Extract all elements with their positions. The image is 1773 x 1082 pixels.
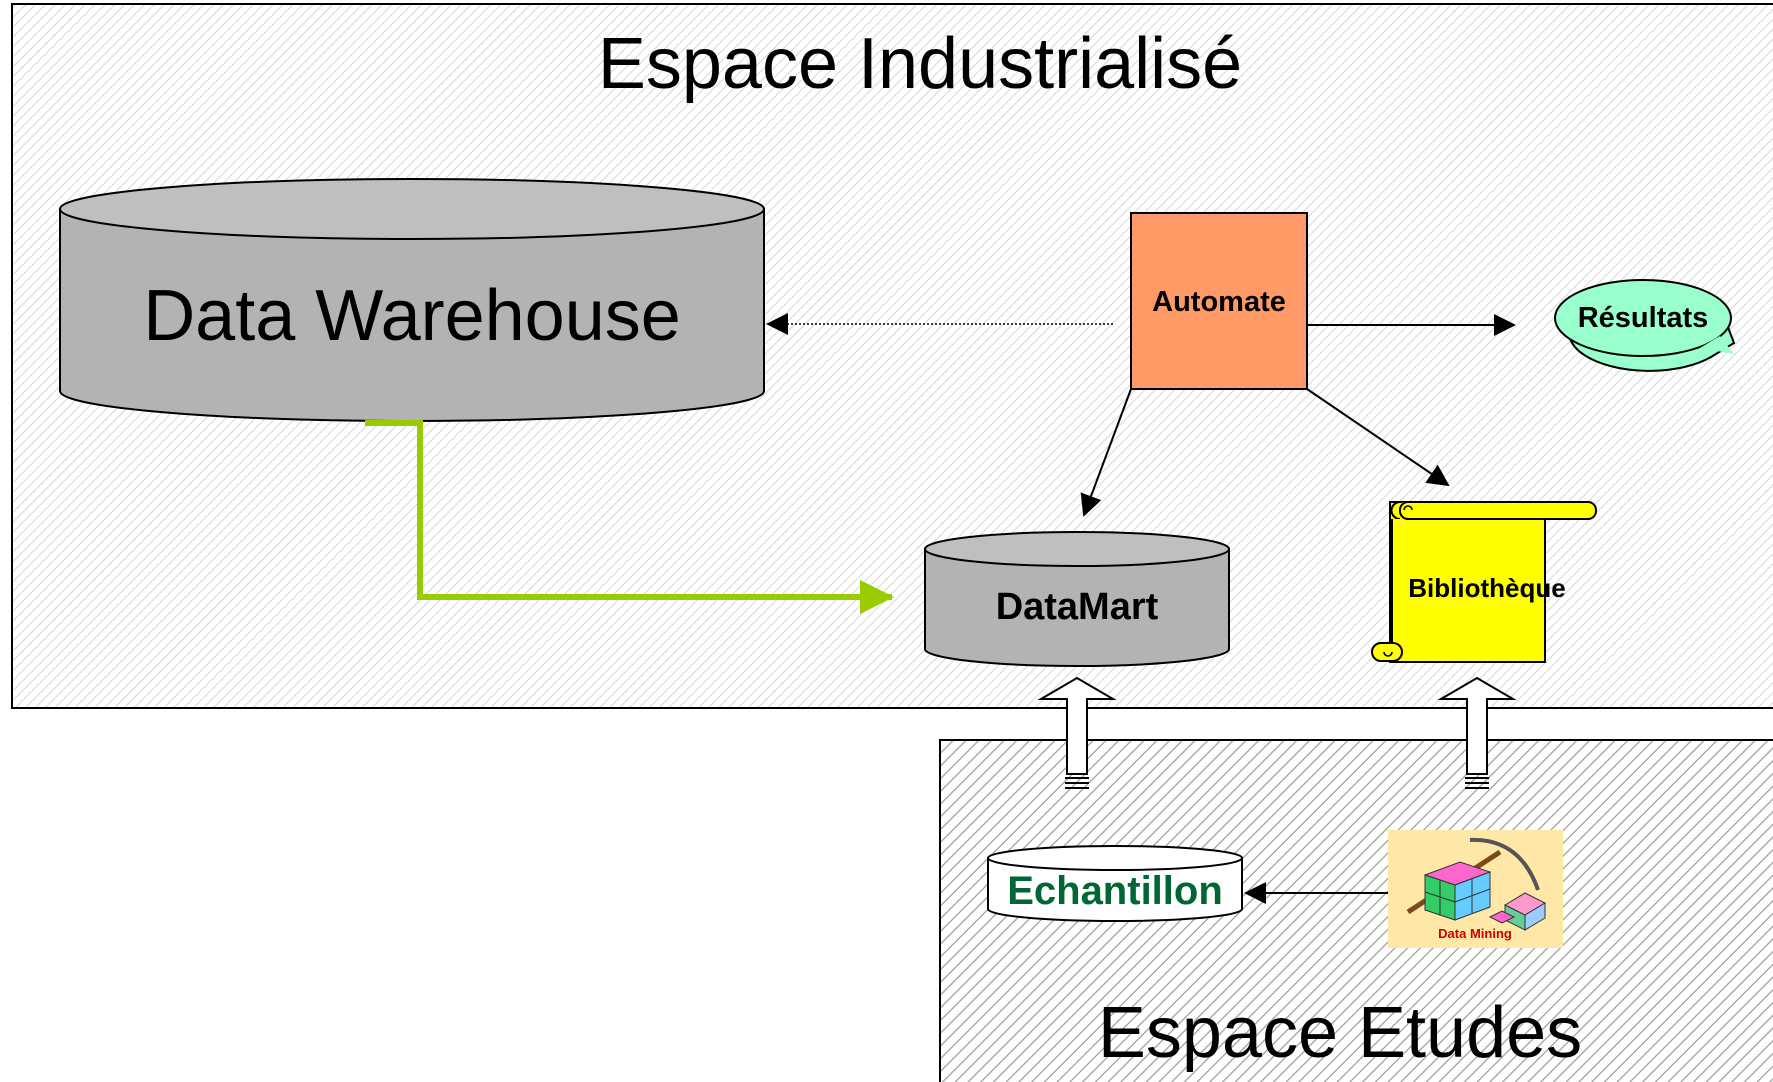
datamart-cylinder: DataMart [924,531,1230,667]
automate-box: Automate [1130,212,1308,390]
bibliotheque-scroll: Bibliothèque [1371,501,1597,663]
datamart-label: DataMart [996,586,1159,628]
studies-zone-title: Espace Etudes [1098,993,1582,1073]
data-warehouse-label: Data Warehouse [143,276,681,356]
data-warehouse-cylinder: Data Warehouse [59,178,765,422]
promote-to-bibliotheque-arrow [1437,676,1517,789]
dw-to-datamart-arrow [365,420,894,614]
studies-zone: Espace Etudes [939,739,1773,1082]
automate-to-datamart-arrow [1080,388,1132,517]
resultats-label: Résultats [1578,302,1709,334]
echantillon-cylinder: Echantillon [987,845,1243,922]
industrial-zone-title: Espace Industrialisé [598,24,1242,104]
promote-to-datamart-arrow [1037,676,1117,789]
resultats-bubble: Résultats [1554,279,1736,372]
bibliotheque-label: Bibliothèque [1408,573,1565,603]
automate-label: Automate [1152,286,1286,318]
data-mining-label: Data Mining [1438,926,1512,941]
automate-to-bibliotheque-arrow [1306,388,1450,487]
echantillon-label: Echantillon [1007,869,1223,913]
data-mining-logo: Data Mining [1388,830,1563,948]
